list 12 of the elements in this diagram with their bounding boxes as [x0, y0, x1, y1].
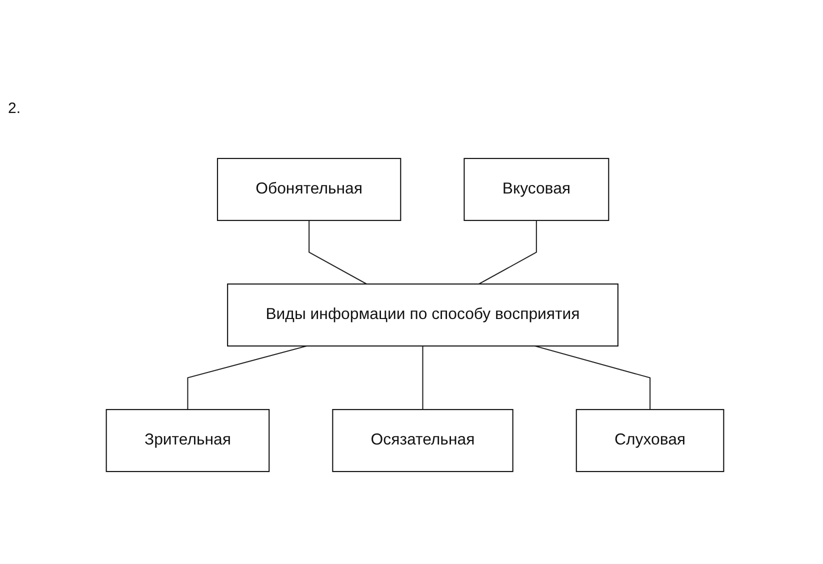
- text-box: Зрительная: [106, 409, 270, 472]
- text-box: Обонятельная: [216, 158, 402, 221]
- connector-line: [187, 345, 307, 410]
- task-number: 2.: [8, 100, 21, 117]
- connector-line: [308, 220, 367, 284]
- connector-line: [422, 346, 424, 410]
- text-box: Осязательная: [332, 409, 514, 472]
- connector-line: [478, 220, 537, 284]
- text-box: Вкусовая: [464, 158, 610, 221]
- text-box: Слуховая: [576, 409, 724, 472]
- text-box: Виды информации по способу восприятия: [227, 283, 618, 347]
- connector-line: [534, 345, 651, 410]
